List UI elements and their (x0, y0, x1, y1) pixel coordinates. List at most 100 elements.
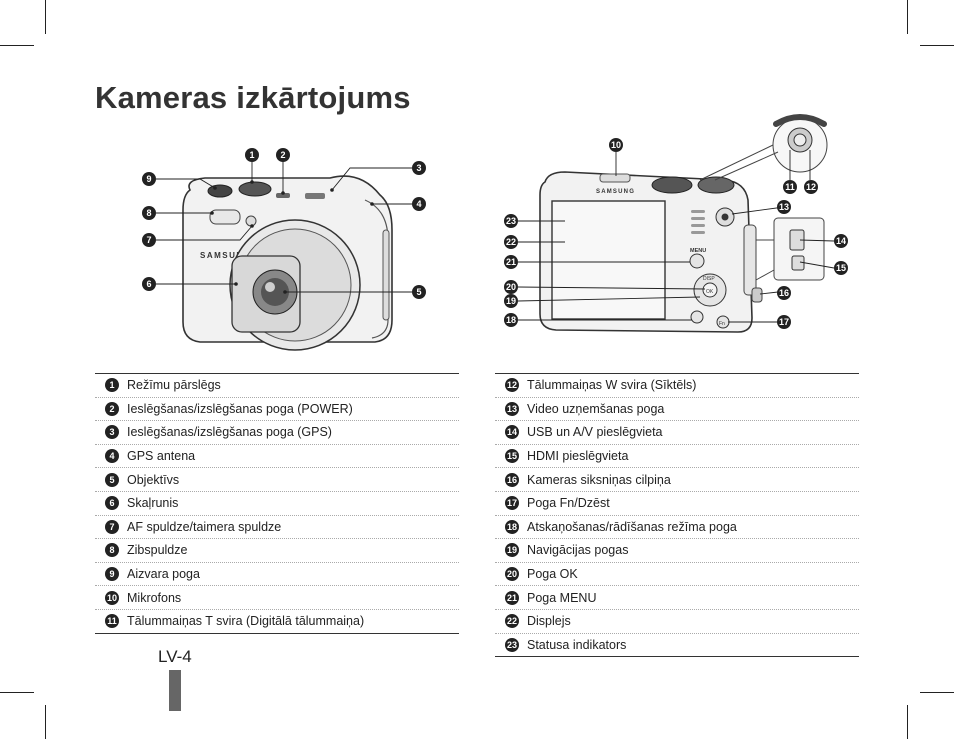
callout-number: 8 (105, 543, 119, 558)
callout-number: 18 (505, 519, 519, 534)
callout-number: 1 (105, 378, 119, 393)
callout-number: 14 (505, 425, 519, 440)
part-label: HDMI pieslēgvieta (527, 449, 629, 464)
part-label: Mikrofons (127, 590, 182, 605)
callout-11: 11 (783, 180, 797, 194)
callout-10: 10 (609, 138, 623, 152)
callout-14: 14 (834, 234, 848, 248)
part-label: Video uzņemšanas poga (527, 401, 665, 416)
part-label: Skaļrunis (127, 496, 179, 511)
part-label: GPS antena (127, 449, 196, 464)
callout-number: 20 (505, 567, 519, 582)
callout-number: 12 (505, 378, 519, 393)
playback-button (690, 310, 704, 324)
mode-dial-back (651, 176, 693, 194)
callout-number: 23 (505, 637, 519, 652)
table-row: 13 Video uzņemšanas poga (495, 398, 859, 422)
brand-front: SAMSUNG (200, 251, 251, 260)
callout-12: 12 (804, 180, 818, 194)
callout-6: 6 (142, 277, 156, 291)
crop-mark (45, 705, 46, 739)
menu-button (689, 253, 705, 269)
part-label: Navigācijas pogas (527, 543, 629, 558)
callout-number: 5 (105, 472, 119, 487)
brand-back: SAMSUNG (596, 189, 635, 195)
callout-9: 9 (142, 172, 156, 186)
ok-button (702, 282, 718, 298)
part-label: Zibspuldze (127, 543, 188, 558)
crop-mark (907, 0, 908, 34)
table-row: 22 Displejs (495, 610, 859, 634)
power-button (276, 193, 290, 198)
callout-5: 5 (412, 285, 426, 299)
part-label: Tālummaiņas W svira (Sīktēls) (527, 378, 697, 393)
page-tab (169, 670, 181, 711)
crop-mark (0, 45, 34, 46)
part-label: Displejs (527, 614, 571, 629)
callout-number: 22 (505, 614, 519, 629)
page-number: LV-4 (158, 647, 192, 666)
part-label: Poga MENU (527, 590, 597, 605)
callout-number: 21 (505, 590, 519, 605)
table-row: 11 Tālummaiņas T svira (Digitālā tālummai… (95, 610, 459, 633)
table-row: 5 Objektīvs (95, 468, 459, 492)
callout-number: 13 (505, 401, 519, 416)
table-row: 21 Poga MENU (495, 586, 859, 610)
speaker-grille (691, 210, 705, 234)
callout-20: 20 (504, 280, 518, 294)
callout-number: 3 (105, 425, 119, 440)
fn-text: Fn (719, 321, 725, 327)
callout-number: 10 (105, 590, 119, 605)
page-title: Kameras izkārtojums (95, 80, 411, 115)
table-row: 8 Zibspuldze (95, 539, 459, 563)
callout-21: 21 (504, 255, 518, 269)
parts-table-right: 12 Tālummaiņas W svira (Sīktēls) 13 Video u… (495, 373, 859, 658)
crop-mark (0, 692, 34, 693)
crop-mark (45, 0, 46, 34)
table-row: 10 Mikrofons (95, 586, 459, 610)
callout-16: 16 (777, 286, 791, 300)
part-label: AF spuldze/taimera spuldze (127, 519, 282, 534)
part-label: Atskaņošanas/rādīšanas režīma poga (527, 519, 737, 534)
part-label: Ieslēgšanas/izslēgšanas poga (POWER) (127, 401, 353, 416)
menu-text: MENU (690, 248, 706, 254)
callout-4: 4 (412, 197, 426, 211)
table-row: 12 Tālummaiņas W svira (Sīktēls) (495, 374, 859, 398)
callout-15: 15 (834, 261, 848, 275)
table-row: 19 Navigācijas pogas (495, 539, 859, 563)
part-label: USB un A/V pieslēgvieta (527, 425, 663, 440)
part-label: Objektīvs (127, 472, 180, 487)
part-label: Tālummaiņas T svira (Digitālā tālummaiņa… (127, 614, 365, 629)
callout-19: 19 (504, 294, 518, 308)
gps-button (305, 193, 325, 199)
table-row: 9 Aizvara poga (95, 563, 459, 587)
callout-8: 8 (142, 206, 156, 220)
callout-number: 4 (105, 449, 119, 464)
callout-13: 13 (777, 200, 791, 214)
callout-23: 23 (504, 214, 518, 228)
table-row: 1 Režīmu pārslēgs (95, 374, 459, 398)
crop-mark (920, 692, 954, 693)
callout-number: 11 (105, 614, 119, 629)
mode-dial (238, 181, 272, 197)
callout-1: 1 (245, 148, 259, 162)
ok-text: OK (706, 289, 714, 295)
callout-number: 9 (105, 567, 119, 582)
part-label: Režīmu pārslēgs (127, 378, 221, 393)
part-label: Aizvara poga (127, 567, 200, 582)
callout-3: 3 (412, 161, 426, 175)
port-cover (743, 224, 757, 296)
table-row: 18 Atskaņošanas/rādīšanas režīma poga (495, 516, 859, 540)
callout-number: 19 (505, 543, 519, 558)
crop-mark (907, 705, 908, 739)
part-label: Kameras siksniņas cilpiņa (527, 472, 671, 487)
